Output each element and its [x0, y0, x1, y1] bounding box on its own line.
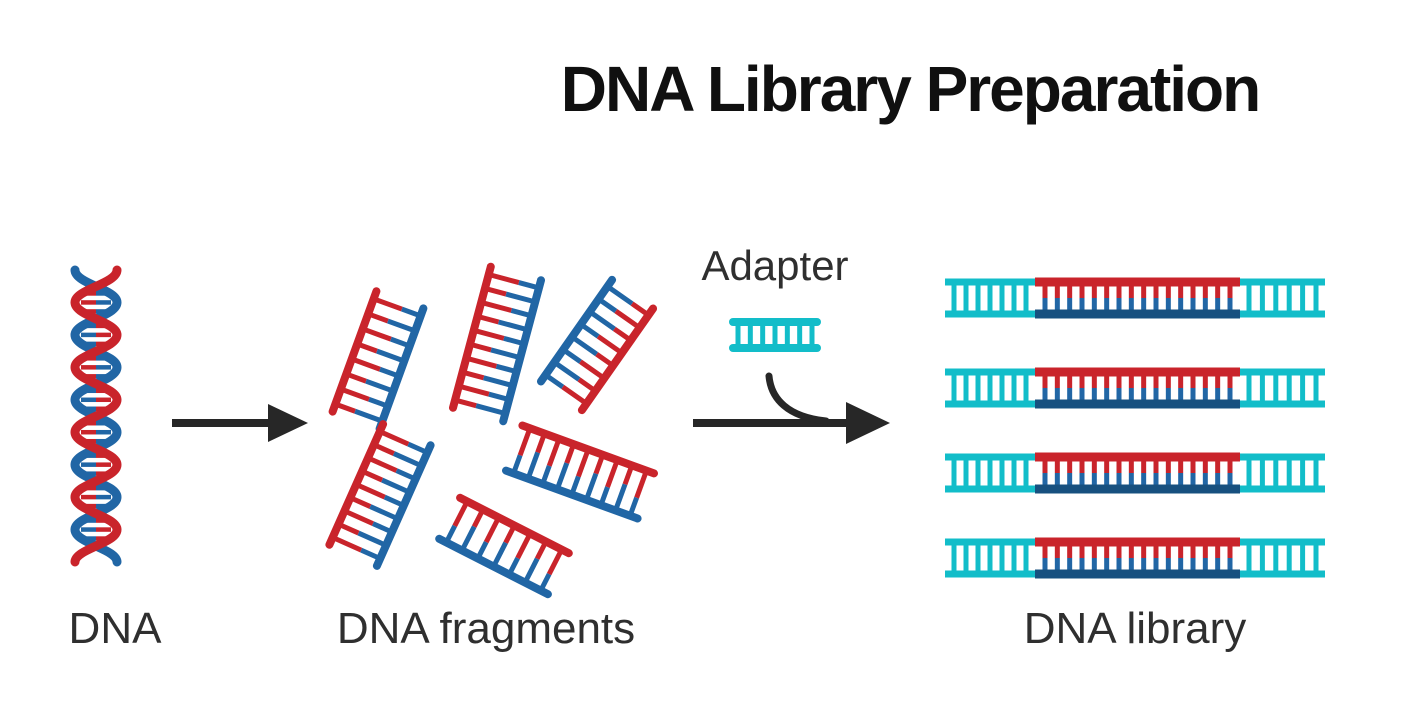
adapter-label: Adapter: [701, 242, 849, 289]
dna-library-strand-3: [945, 452, 1325, 494]
dna-fragment-5: [502, 421, 658, 523]
dna-fragment-1: [328, 287, 428, 433]
dna-helix: [70, 265, 122, 567]
dna-library-strand-1: [945, 277, 1325, 319]
dna-fragment-3: [536, 275, 658, 415]
dna-library-strand-4: [945, 537, 1325, 579]
adapter-merge-curve: [765, 372, 830, 425]
dna-fragment-2: [448, 262, 546, 426]
dna-library-strand-2: [945, 367, 1325, 409]
dna-label: DNA: [68, 604, 162, 653]
arrow-1: [172, 404, 308, 442]
dna-library-label: DNA library: [1023, 604, 1247, 653]
diagram-title: DNA Library Preparation: [560, 53, 1261, 125]
dna-fragments-label: DNA fragments: [336, 604, 636, 653]
dna-fragment-4: [325, 420, 435, 570]
adapter-icon: [729, 318, 821, 352]
dna-fragment-6: [435, 493, 573, 599]
